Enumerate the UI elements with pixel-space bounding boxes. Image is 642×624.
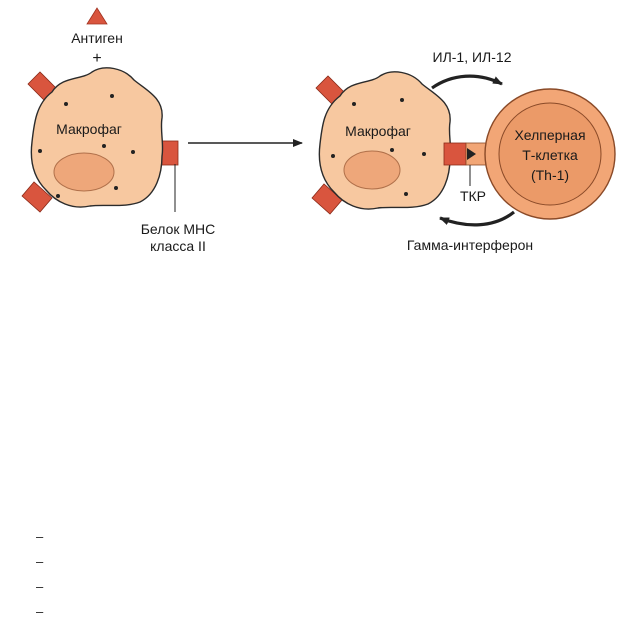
list-item: – xyxy=(36,529,44,544)
list-item: – xyxy=(36,579,44,594)
plus-sign: + xyxy=(92,50,101,67)
gamma-interferon-label: Гамма-интерферон xyxy=(407,237,533,253)
mhc-label-line2: класса II xyxy=(150,238,206,254)
gamma-interferon-arrow xyxy=(439,210,515,227)
helper-t-cell: Хелперная Т-клетка (Th-1) xyxy=(484,88,616,220)
macrophage-left-label: Макрофаг xyxy=(56,121,122,137)
mhc-receptor-left-bottom xyxy=(21,181,53,213)
mhc-receptor-synapse xyxy=(443,142,467,166)
il-label: ИЛ-1, ИЛ-12 xyxy=(433,49,512,65)
dash-list: – – – – xyxy=(36,524,43,624)
tcr-label: ТКР xyxy=(460,188,486,204)
macrophage-left-nucleus xyxy=(53,152,115,192)
list-item: – xyxy=(36,604,44,619)
macrophage-right-nucleus xyxy=(343,150,401,190)
tcr-triangle-icon xyxy=(467,148,476,160)
mhc-label-line1: Белок МНС xyxy=(141,221,216,237)
il-arrow xyxy=(431,74,503,90)
antigen-triangle-icon xyxy=(86,7,108,25)
helper-t-cell-label-line2: Т-клетка xyxy=(522,147,578,163)
helper-t-cell-label-line3: (Th-1) xyxy=(531,167,569,183)
antigen-label: Антиген xyxy=(71,30,123,46)
macrophage-left: Макрофаг xyxy=(21,67,179,213)
helper-t-cell-inner xyxy=(498,102,602,206)
macrophage-right-label: Макрофаг xyxy=(345,123,411,139)
list-item: – xyxy=(36,554,44,569)
helper-t-cell-label-line1: Хелперная xyxy=(514,127,585,143)
macrophage-right: Макрофаг xyxy=(311,71,452,215)
